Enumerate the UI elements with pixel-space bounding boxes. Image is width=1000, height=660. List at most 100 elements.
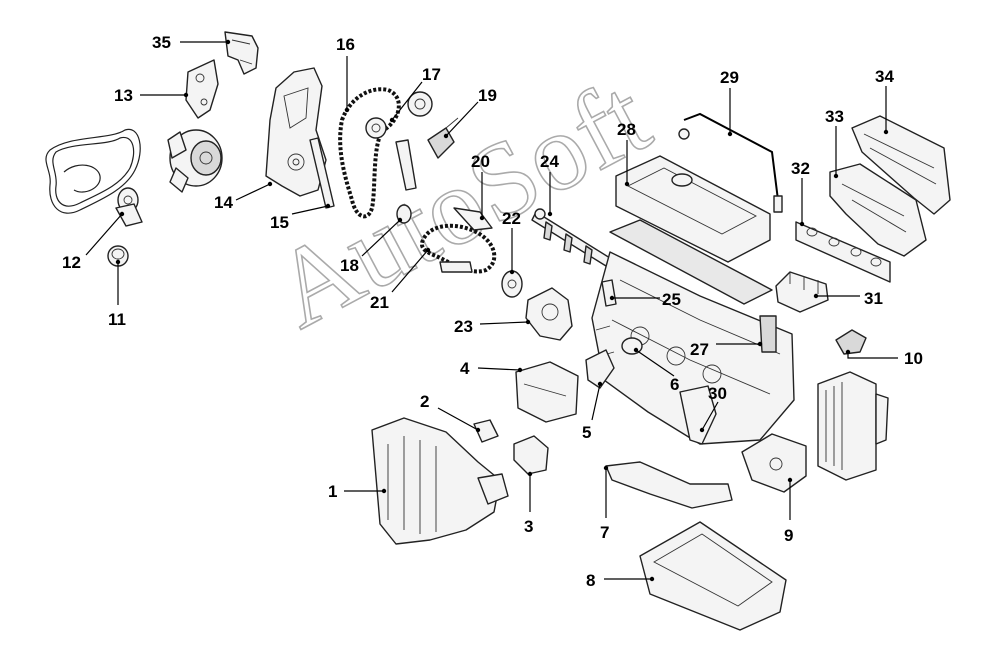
callout-1: 1 xyxy=(328,482,387,501)
callout-30-label: 30 xyxy=(708,384,727,403)
callout-7-label: 7 xyxy=(600,523,609,542)
part-24-fuel-rail xyxy=(531,208,611,267)
part-9-mount-bracket xyxy=(741,433,807,493)
part-31-ignition-coil xyxy=(775,271,829,313)
callout-22-label: 22 xyxy=(502,209,521,228)
callout-32: 32 xyxy=(791,159,810,227)
part-17-sprocket xyxy=(365,91,433,139)
callout-9-label: 9 xyxy=(784,526,793,545)
part-tensioner-rail xyxy=(395,139,417,191)
callout-24: 24 xyxy=(540,152,559,217)
part-34-heat-shield xyxy=(851,115,951,215)
callout-7: 7 xyxy=(600,465,609,542)
part-drive-belt xyxy=(45,128,141,214)
part-12-tensioner xyxy=(115,187,143,227)
callout-8: 8 xyxy=(586,571,655,590)
callout-35-label: 35 xyxy=(152,33,171,52)
part-water-pump xyxy=(167,129,223,193)
part-20-guide xyxy=(453,207,493,231)
callout-9: 9 xyxy=(784,477,793,545)
callout-13: 13 xyxy=(114,86,189,105)
callout-14: 14 xyxy=(214,181,273,212)
callout-25: 25 xyxy=(609,290,681,309)
callout-24-label: 24 xyxy=(540,152,559,171)
callout-12-label: 12 xyxy=(62,253,81,272)
part-21-oil-pump-chain xyxy=(419,223,497,274)
callout-8-label: 8 xyxy=(586,571,595,590)
part-15-guide xyxy=(309,137,335,209)
callout-2: 2 xyxy=(420,392,481,433)
callout-16: 16 xyxy=(336,35,355,113)
part-35-sensor xyxy=(224,31,259,75)
callout-27-label: 27 xyxy=(690,340,709,359)
callout-6-label: 6 xyxy=(670,375,679,394)
callout-23: 23 xyxy=(454,317,531,336)
part-33-exhaust-manifold xyxy=(829,163,927,257)
callout-4-label: 4 xyxy=(460,359,470,378)
callout-5: 5 xyxy=(582,381,603,442)
part-2-seal xyxy=(473,419,499,443)
part-27-valve xyxy=(759,315,777,353)
callout-11-label: 11 xyxy=(108,310,126,329)
callout-31-label: 31 xyxy=(864,289,883,308)
callout-5-label: 5 xyxy=(582,423,591,442)
callout-27: 27 xyxy=(690,340,763,359)
callout-34-label: 34 xyxy=(875,67,894,86)
part-29-sensor-wire xyxy=(678,112,783,213)
part-8-oil-pan xyxy=(639,521,787,631)
callout-29: 29 xyxy=(720,68,739,137)
callout-25-label: 25 xyxy=(662,290,681,309)
callout-3-label: 3 xyxy=(524,517,533,536)
callout-29-label: 29 xyxy=(720,68,739,87)
callout-16-label: 16 xyxy=(336,35,355,54)
callout-18: 18 xyxy=(340,217,403,275)
callout-35: 35 xyxy=(152,33,231,52)
part-13-bracket xyxy=(185,59,219,119)
callout-13-label: 13 xyxy=(114,86,133,105)
callout-6: 6 xyxy=(633,347,679,394)
callout-32-label: 32 xyxy=(791,159,810,178)
callout-1-label: 1 xyxy=(328,482,337,501)
callout-33-label: 33 xyxy=(825,107,844,126)
part-engine-block xyxy=(591,251,795,445)
callout-15-label: 15 xyxy=(270,213,289,232)
callout-3: 3 xyxy=(524,471,533,536)
callout-20-label: 20 xyxy=(471,152,490,171)
callout-30: 30 xyxy=(699,384,727,433)
callout-28: 28 xyxy=(617,120,636,187)
callout-10: 10 xyxy=(845,349,923,368)
part-22-sprocket xyxy=(501,270,523,298)
callout-18-label: 18 xyxy=(340,256,359,275)
callout-4: 4 xyxy=(460,359,523,378)
callout-17-label: 17 xyxy=(422,65,441,84)
callout-21-label: 21 xyxy=(370,293,389,312)
callout-28-label: 28 xyxy=(617,120,636,139)
callout-17: 17 xyxy=(389,65,441,123)
part-10-sensor xyxy=(835,329,867,355)
callout-34: 34 xyxy=(875,67,894,135)
callout-14-label: 14 xyxy=(214,193,233,212)
callout-33: 33 xyxy=(825,107,844,179)
callout-12: 12 xyxy=(62,211,125,272)
part-1-intake-manifold xyxy=(371,417,509,545)
part-14-timing-cover xyxy=(265,67,327,197)
part-30-housing xyxy=(679,385,717,445)
part-4-filter-housing xyxy=(515,361,579,423)
part-7-oil-pickup xyxy=(605,461,733,509)
callout-15: 15 xyxy=(270,203,331,232)
callout-21: 21 xyxy=(370,247,431,312)
callout-19: 19 xyxy=(443,86,497,139)
callout-20: 20 xyxy=(471,152,490,221)
callout-31: 31 xyxy=(813,289,883,308)
part-5-fitting xyxy=(585,349,615,389)
callout-11: 11 xyxy=(108,259,126,329)
part-28-valve-cover xyxy=(609,155,773,305)
part-air-filter xyxy=(817,371,889,481)
callout-10-label: 10 xyxy=(904,349,923,368)
callout-22: 22 xyxy=(502,209,521,275)
part-16-timing-chain xyxy=(338,87,401,219)
callout-2-label: 2 xyxy=(420,392,429,411)
part-3-sensor xyxy=(513,435,549,475)
